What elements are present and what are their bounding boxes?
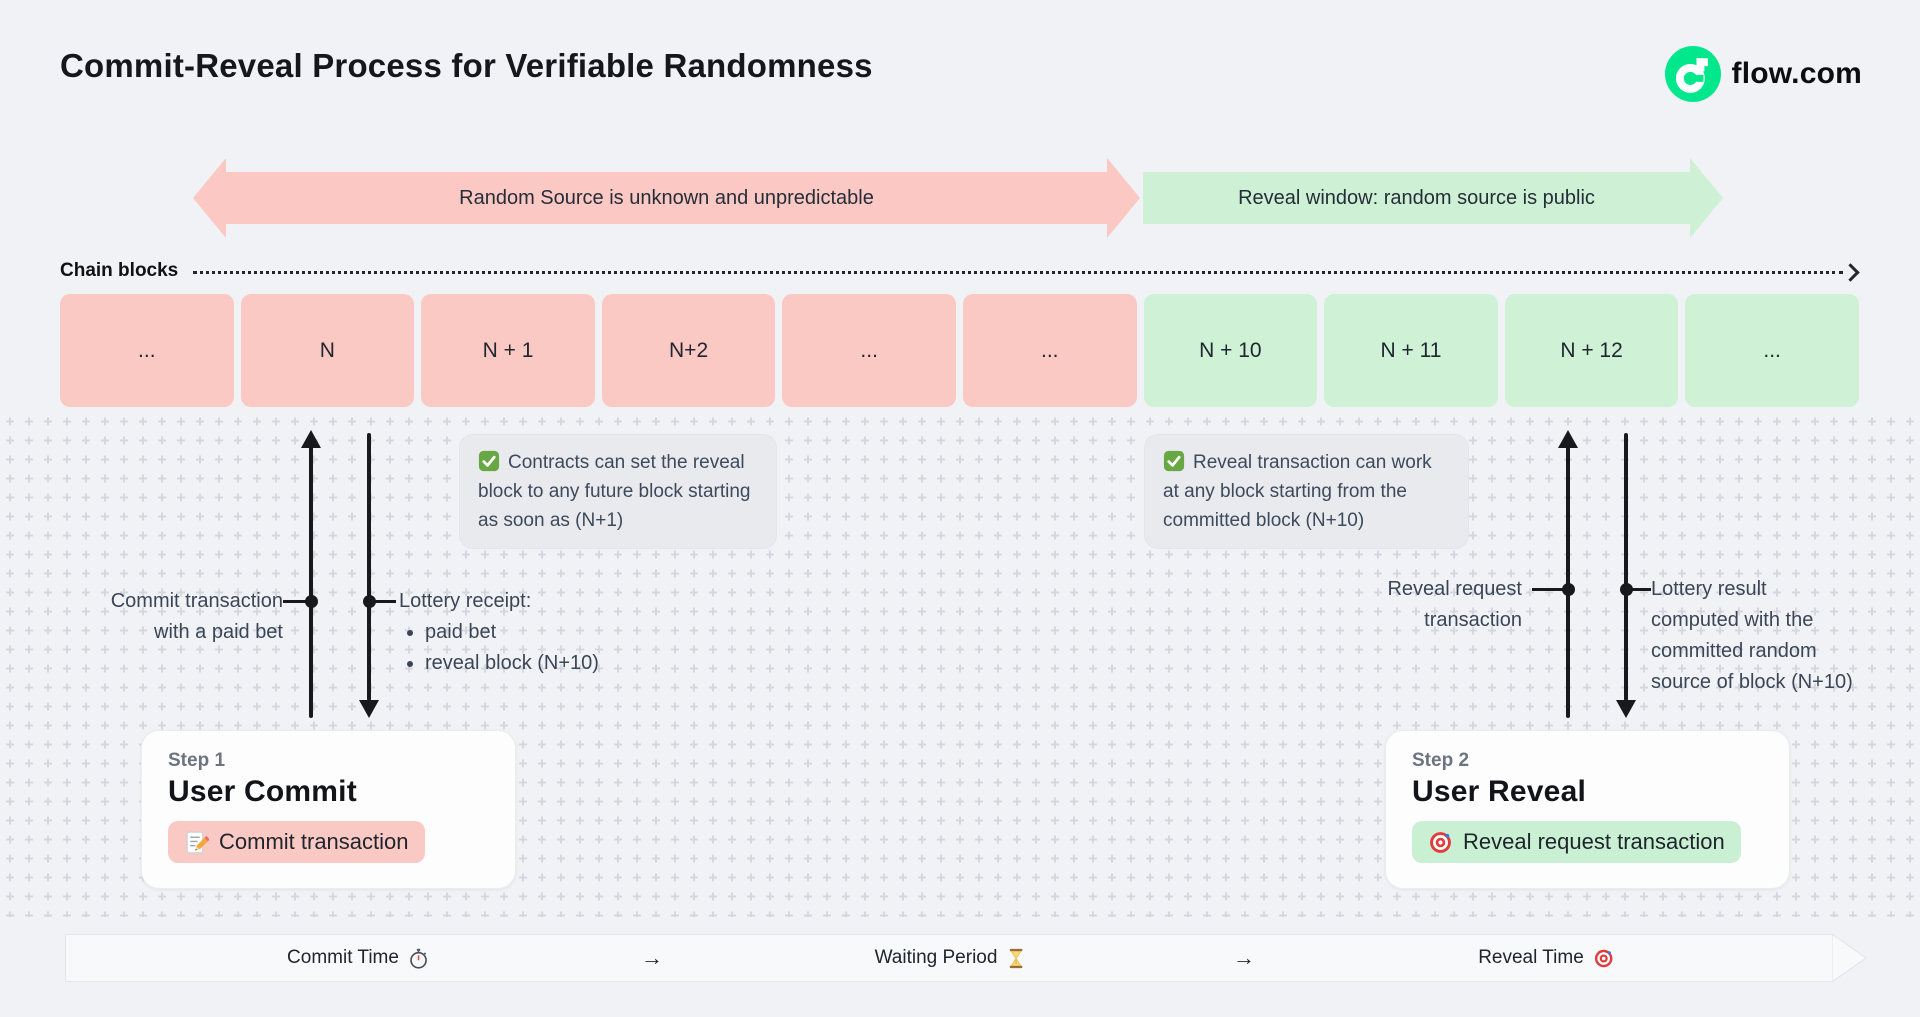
receipt-bullet-reveal-block: reveal block (N+10)	[425, 648, 599, 679]
result-down-arrowhead-icon	[1616, 700, 1636, 718]
step2-user-reveal-card: Step 2 User Reveal Reveal request transa…	[1385, 730, 1790, 889]
chain-axis-dotted-line	[193, 271, 1843, 274]
brand-link[interactable]: flow.com	[1664, 46, 1863, 102]
commit-connector-dot	[305, 595, 318, 608]
chain-blocks-label: Chain blocks	[60, 260, 179, 281]
result-down-arrow-line	[1624, 433, 1628, 701]
chain-block-dots-1: ...	[60, 294, 234, 407]
receipt-connector-dot	[363, 595, 376, 608]
chain-block-n10: N + 10	[1143, 294, 1318, 407]
timeline-waiting-period: Waiting Period	[875, 935, 1026, 981]
check-icon	[1163, 450, 1185, 472]
step1-user-commit-card: Step 1 User Commit Commit transacti	[141, 730, 516, 889]
timeline-arrow-1: →	[641, 945, 663, 970]
step2-title: User Reveal	[1412, 775, 1586, 808]
banner-commit-right-arrowhead	[1107, 158, 1140, 238]
brand-name: flow.com	[1731, 57, 1862, 90]
step2-badge-label: Reveal request transaction	[1463, 829, 1725, 854]
chain-block-dots-2: ...	[782, 294, 956, 407]
receipt-bullet-paid-bet: paid bet	[425, 617, 599, 648]
target-icon	[1428, 830, 1453, 855]
commit-transaction-badge[interactable]: Commit transaction	[168, 821, 425, 863]
page-title: Commit-Reveal Process for Verifiable Ran…	[60, 47, 873, 84]
callout-reveal-text: Reveal transaction can work at any block…	[1163, 452, 1432, 531]
chain-blocks-row: ... N N + 1 N+2 ... ... N + 10 N + 11 N …	[60, 294, 1859, 407]
chain-block-n2: N+2	[601, 294, 776, 407]
banner-commit-phase: Random Source is unknown and unpredictab…	[226, 172, 1107, 224]
result-connector-dot	[1620, 583, 1633, 596]
result-label-connector	[1629, 588, 1651, 591]
reveal-request-badge[interactable]: Reveal request transaction	[1412, 821, 1741, 863]
commit-transaction-note: Commit transaction with a paid bet	[110, 590, 283, 643]
commit-up-arrow-line	[309, 446, 313, 718]
step1-badge-label: Commit transaction	[219, 829, 409, 854]
receipt-label-connector	[372, 600, 396, 603]
step2-eyebrow: Step 2	[1412, 750, 1470, 771]
lottery-result-note: Lottery result computed with the committ…	[1651, 578, 1853, 693]
hourglass-icon	[1006, 948, 1025, 969]
reveal-up-arrowhead-icon	[1558, 430, 1578, 448]
timeline-arrow-2: →	[1233, 945, 1255, 970]
commit-up-arrowhead-icon	[301, 430, 321, 448]
chain-axis-arrowhead-icon	[1841, 263, 1860, 282]
receipt-down-arrowhead-icon	[359, 700, 379, 718]
banner-reveal-right-arrowhead	[1690, 158, 1723, 238]
reveal-connector-dot	[1562, 583, 1575, 596]
banner-reveal-phase: Reveal window: random source is public	[1143, 172, 1690, 224]
callout-reveal-window: Reveal transaction can work at any block…	[1144, 434, 1469, 549]
reveal-up-arrow-line	[1566, 446, 1570, 718]
timeline-commit-time: Commit Time	[287, 935, 429, 981]
chain-block-dots-4: ...	[1685, 294, 1859, 407]
chain-block-dots-3: ...	[962, 294, 1137, 407]
lottery-receipt-title: Lottery receipt:	[399, 590, 532, 612]
target-icon	[1593, 948, 1614, 969]
chain-block-n12: N + 12	[1504, 294, 1679, 407]
receipt-down-arrow-line	[367, 433, 371, 701]
banner-commit-label: Random Source is unknown and unpredictab…	[459, 186, 874, 209]
timeline-bar: Commit Time → Waiting Period	[65, 934, 1833, 982]
callout-commit-window: Contracts can set the reveal block to an…	[459, 434, 777, 549]
check-icon	[478, 450, 500, 472]
chain-block-n11: N + 11	[1324, 294, 1498, 407]
lottery-receipt-note: Lottery receipt: paid bet reveal block (…	[399, 586, 599, 679]
banner-reveal-label: Reveal window: random source is public	[1238, 186, 1595, 209]
timeline-reveal-time: Reveal Time	[1478, 935, 1614, 981]
timeline-end-chevron-icon	[1832, 933, 1868, 983]
chain-block-n1: N + 1	[421, 294, 595, 407]
memo-icon	[184, 830, 209, 855]
reveal-request-note: Reveal request transaction	[1387, 578, 1522, 631]
banner-commit-left-arrowhead	[193, 158, 226, 238]
step1-title: User Commit	[168, 775, 357, 808]
chain-block-n: N	[240, 294, 415, 407]
commit-label-connector	[283, 600, 307, 603]
callout-commit-text: Contracts can set the reveal block to an…	[478, 452, 751, 531]
reveal-label-connector	[1532, 588, 1564, 591]
stopwatch-icon	[408, 948, 429, 969]
flow-logo-icon	[1664, 46, 1721, 102]
step1-eyebrow: Step 1	[168, 750, 226, 771]
